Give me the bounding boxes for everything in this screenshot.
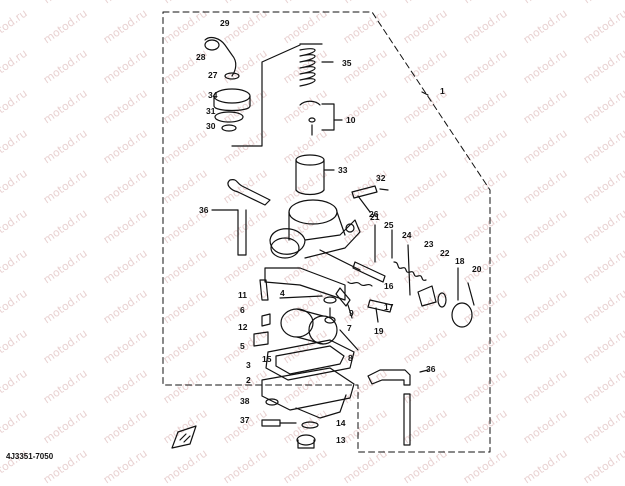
- callout-12: 12: [238, 322, 248, 332]
- leader-1: [421, 91, 429, 96]
- float-icon: [253, 279, 338, 347]
- adjuster-nut-icon: [204, 39, 220, 51]
- front-arrow-icon: [171, 425, 197, 449]
- carburetor-drawing: 1234567891011121314151617181920212223242…: [162, 11, 491, 453]
- callout-28: 28: [196, 52, 206, 62]
- callout-24: 24: [402, 230, 412, 240]
- callout-7: 7: [347, 323, 352, 333]
- leader-bracket-top: [231, 44, 301, 147]
- gasket-icon: [214, 111, 244, 123]
- callout-2: 2: [246, 375, 251, 385]
- callout-37: 37: [240, 415, 250, 425]
- callout-32: 32: [376, 173, 386, 183]
- callout-4: 4: [280, 288, 285, 298]
- callout-9: 9: [349, 308, 354, 318]
- callout-1: 1: [440, 86, 445, 96]
- callout-15: 15: [262, 354, 272, 364]
- callout-3: 3: [246, 360, 251, 370]
- callout-19: 19: [374, 326, 384, 336]
- drain-hose-icon: [367, 369, 429, 446]
- starter-plunger-icon: [407, 244, 475, 328]
- locknut-icon: [224, 72, 240, 80]
- float-chamber-icon: [261, 339, 355, 419]
- callout-21: 21: [370, 212, 380, 222]
- fuel-hose-icon: [227, 179, 271, 206]
- callout-17: 17: [384, 302, 394, 312]
- callout-33: 33: [338, 165, 348, 175]
- assembly-boundary: [162, 11, 491, 453]
- main-jet-icon: [323, 281, 393, 351]
- top-cap-group: [204, 36, 301, 147]
- callout-25: 25: [384, 220, 394, 230]
- throttle-spring-icon: [299, 43, 334, 87]
- screw-icon: [261, 398, 319, 449]
- callout-27: 27: [208, 70, 218, 80]
- callout-13: 13: [336, 435, 346, 445]
- cable-adjuster-icon: [204, 36, 237, 77]
- callout-36: 36: [199, 205, 209, 215]
- callout-10: 10: [346, 115, 356, 125]
- callout-20: 20: [472, 264, 482, 274]
- drawing-number: 4J3351-7050: [6, 452, 54, 461]
- callout-38: 38: [240, 396, 250, 406]
- callout-11: 11: [238, 290, 247, 300]
- callout-35: 35: [342, 58, 352, 68]
- callout-23: 23: [424, 239, 434, 249]
- pilot-screw-icon: [351, 185, 389, 213]
- callout-18: 18: [455, 256, 465, 266]
- callout-14: 14: [336, 418, 346, 428]
- washer-icon: [437, 292, 447, 308]
- jet-needle-icon: [299, 100, 343, 136]
- throttle-valve-icon: [295, 154, 335, 196]
- throttle-stop-screw-icon: [352, 224, 427, 283]
- callout-29: 29: [220, 18, 230, 28]
- plate-icon: [221, 124, 237, 132]
- callout-30: 30: [206, 121, 216, 131]
- callout-16: 16: [384, 281, 394, 291]
- callout-36: 36: [426, 364, 436, 374]
- callout-6: 6: [240, 305, 245, 315]
- callout-22: 22: [440, 248, 450, 258]
- callout-8: 8: [348, 353, 353, 363]
- mixing-chamber-top-icon: [213, 88, 251, 104]
- callout-34: 34: [208, 90, 218, 100]
- callout-31: 31: [206, 106, 216, 116]
- callout-5: 5: [240, 341, 245, 351]
- callout-26: 26: [369, 209, 379, 219]
- carburetor-body-icon: [264, 199, 361, 301]
